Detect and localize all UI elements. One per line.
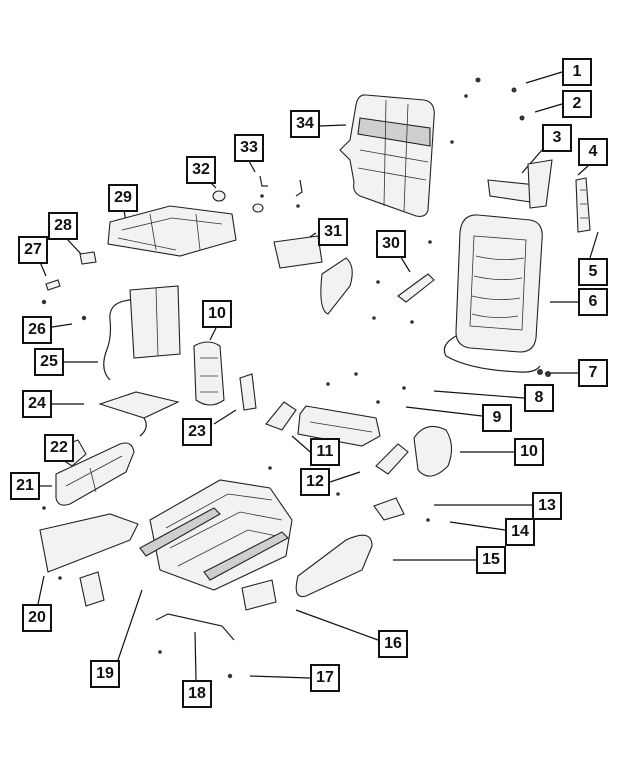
seat-back-frame-part bbox=[443, 214, 543, 373]
screw-part-7 bbox=[537, 369, 551, 377]
callout-9: 9 bbox=[482, 404, 512, 432]
clip-part-28 bbox=[79, 251, 97, 265]
callout-11: 11 bbox=[310, 438, 340, 466]
front-cross-member-part bbox=[297, 405, 381, 447]
handle-part bbox=[397, 273, 435, 303]
side-bracket-part bbox=[575, 177, 591, 233]
recliner-cover-part-right bbox=[413, 425, 453, 477]
callout-25: 25 bbox=[34, 348, 64, 376]
bracket-part-12b bbox=[375, 443, 409, 475]
callout-27: 27 bbox=[18, 236, 48, 264]
callout-14: 14 bbox=[505, 518, 535, 546]
callout-4: 4 bbox=[578, 138, 608, 166]
inboard-shield-part bbox=[39, 513, 139, 573]
callout-32: 32 bbox=[186, 156, 216, 184]
rod-part-18 bbox=[155, 613, 235, 641]
callout-31: 31 bbox=[318, 218, 348, 246]
callout-24: 24 bbox=[22, 390, 52, 418]
callout-19: 19 bbox=[90, 660, 120, 688]
outboard-shield-part bbox=[55, 442, 135, 506]
side-shield-part-mid bbox=[320, 257, 353, 315]
callout-13: 13 bbox=[532, 492, 562, 520]
fastener-part-1 bbox=[475, 77, 517, 93]
leader-lines bbox=[37, 71, 599, 681]
callout-21: 21 bbox=[10, 472, 40, 500]
recliner-cover-part-left bbox=[193, 341, 225, 406]
lumbar-bracket-part bbox=[487, 159, 553, 209]
bracket-part-13 bbox=[373, 497, 405, 521]
callout-12: 12 bbox=[300, 468, 330, 496]
seat-cushion-pan-part bbox=[107, 205, 237, 257]
callout-15: 15 bbox=[476, 546, 506, 574]
screw-part-26 bbox=[41, 299, 87, 321]
clip-part-27 bbox=[45, 279, 61, 291]
callout-8: 8 bbox=[524, 384, 554, 412]
heating-pad-part bbox=[103, 285, 181, 381]
bracket-part-lower bbox=[241, 579, 277, 611]
fastener-part-2 bbox=[519, 115, 525, 121]
callout-20: 20 bbox=[22, 604, 52, 632]
callout-29: 29 bbox=[108, 184, 138, 212]
callout-6: 6 bbox=[578, 288, 608, 316]
callout-28: 28 bbox=[48, 212, 78, 240]
callout-22: 22 bbox=[44, 434, 74, 462]
side-cover-part bbox=[295, 534, 373, 598]
seat-track-frame-part bbox=[139, 479, 293, 591]
callout-10-right: 10 bbox=[514, 438, 544, 466]
callout-17: 17 bbox=[310, 664, 340, 692]
bracket-part-19 bbox=[79, 571, 105, 607]
hook-part bbox=[259, 175, 303, 197]
seat-back-cushion-part bbox=[339, 94, 435, 217]
callout-18: 18 bbox=[182, 680, 212, 708]
callout-33: 33 bbox=[234, 134, 264, 162]
callout-5: 5 bbox=[578, 258, 608, 286]
screw-part-17 bbox=[227, 673, 233, 679]
callout-2: 2 bbox=[562, 90, 592, 118]
callout-1: 1 bbox=[562, 58, 592, 86]
callout-30: 30 bbox=[376, 230, 406, 258]
bracket-part-23 bbox=[239, 373, 257, 411]
scattered-fasteners bbox=[42, 94, 468, 654]
bracket-part-12a bbox=[265, 401, 297, 431]
callout-23: 23 bbox=[182, 418, 212, 446]
callout-3: 3 bbox=[542, 124, 572, 152]
callout-16: 16 bbox=[378, 630, 408, 658]
seat-heater-mat-part bbox=[98, 391, 180, 437]
bushing-part bbox=[212, 190, 264, 213]
callout-10-left: 10 bbox=[202, 300, 232, 328]
callout-34: 34 bbox=[290, 110, 320, 138]
callout-7: 7 bbox=[578, 359, 608, 387]
bracket-part-31 bbox=[273, 235, 323, 269]
callout-26: 26 bbox=[22, 316, 52, 344]
